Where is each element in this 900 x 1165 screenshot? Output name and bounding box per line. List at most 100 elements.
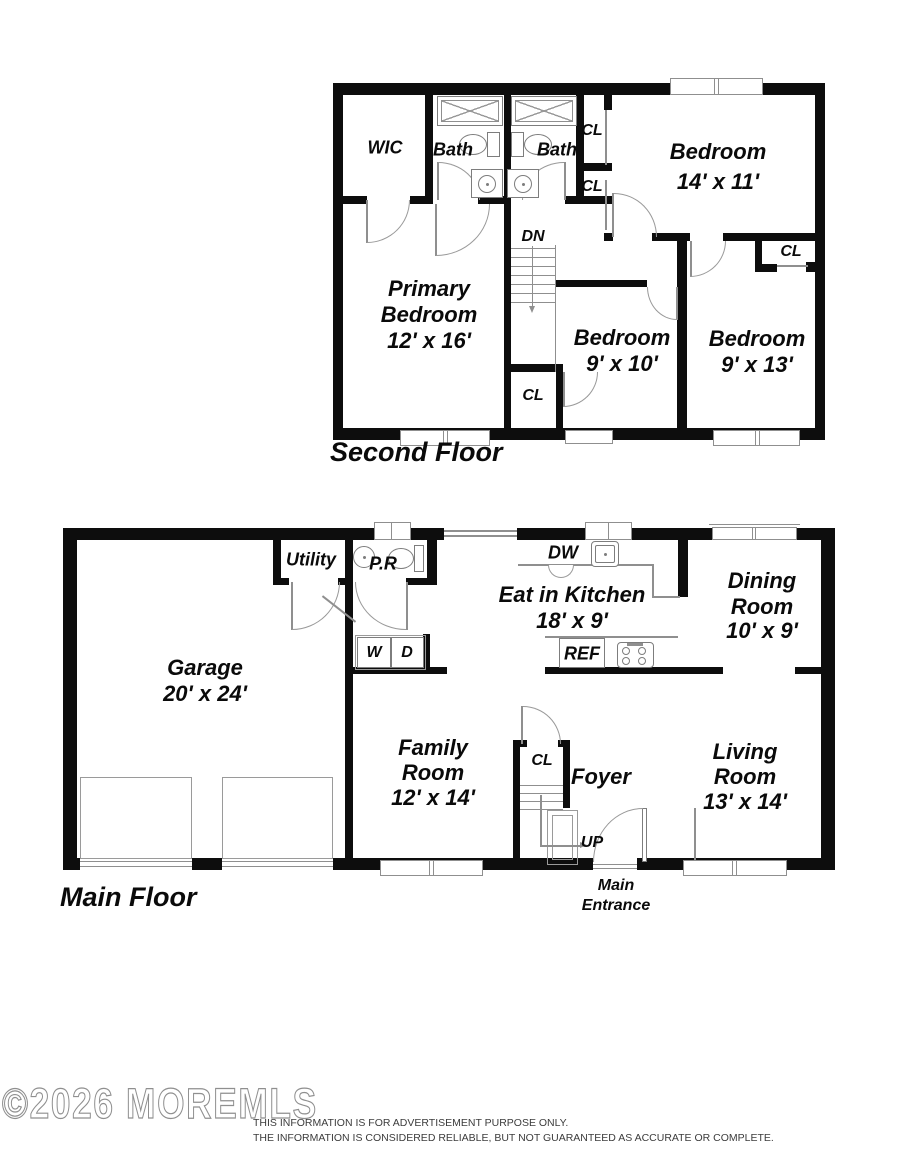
wall-segment bbox=[677, 241, 687, 428]
wall-segment bbox=[478, 196, 508, 204]
wall-segment bbox=[652, 233, 690, 241]
wall-segment bbox=[406, 578, 437, 585]
room-dims-bedroom-br: 9' x 13' bbox=[721, 352, 793, 377]
room-dims-living: 13' x 14' bbox=[703, 789, 787, 814]
entrance-label-1: Main bbox=[597, 877, 635, 894]
toilet-tank bbox=[414, 545, 424, 572]
threshold-line bbox=[593, 864, 637, 865]
dishwasher-label: DW bbox=[548, 542, 578, 563]
garage-door-opening bbox=[80, 858, 192, 870]
wall-segment bbox=[576, 93, 584, 204]
room-label-utility: Utility bbox=[285, 549, 337, 570]
wall-segment bbox=[815, 83, 825, 440]
wall-segment bbox=[513, 740, 520, 858]
sink bbox=[478, 175, 496, 193]
window bbox=[683, 860, 787, 876]
room-label-family-1: Family bbox=[398, 735, 468, 760]
wall-segment bbox=[556, 280, 647, 287]
door-leaf bbox=[564, 162, 566, 200]
dryer-label: D bbox=[401, 644, 413, 661]
disclaimer-line-1: THIS INFORMATION IS FOR ADVERTISEMENT PU… bbox=[253, 1117, 569, 1129]
window-mullion bbox=[443, 431, 444, 445]
room-label-garage: Garage bbox=[167, 655, 243, 680]
counter-edge bbox=[652, 564, 654, 597]
closet-label: CL bbox=[531, 752, 553, 769]
room-label-living-1: Living bbox=[712, 739, 778, 764]
wall-segment bbox=[63, 528, 77, 870]
kitchen-sink-basin bbox=[595, 545, 615, 563]
room-label-wic: WIC bbox=[367, 137, 403, 158]
wall-segment bbox=[565, 196, 612, 204]
window-mullion bbox=[447, 431, 448, 445]
room-label-primary-2: Bedroom bbox=[380, 302, 478, 327]
room-label-family-2: Room bbox=[401, 760, 465, 785]
wall-segment bbox=[273, 540, 281, 585]
sink bbox=[353, 546, 375, 568]
wall-segment bbox=[795, 667, 825, 674]
window-mullion bbox=[732, 861, 733, 875]
door-leaf bbox=[406, 582, 408, 630]
wall-segment bbox=[604, 233, 613, 241]
window-mullion bbox=[759, 431, 760, 445]
room-label-bedroom-br: Bedroom bbox=[708, 326, 806, 351]
wall-segment bbox=[604, 93, 612, 110]
toilet bbox=[524, 134, 552, 155]
disclaimer-line-2: THE INFORMATION IS CONSIDERED RELIABLE, … bbox=[253, 1132, 774, 1144]
refrigerator bbox=[559, 638, 605, 668]
stove-burner bbox=[622, 657, 630, 665]
wall-segment bbox=[333, 83, 343, 440]
wall-segment bbox=[563, 740, 570, 808]
door-leaf bbox=[612, 193, 614, 237]
room-dims-family: 12' x 14' bbox=[391, 785, 475, 810]
sliding-door-line bbox=[444, 535, 517, 537]
wall-segment bbox=[504, 93, 511, 204]
window-mullion bbox=[608, 523, 609, 539]
window bbox=[374, 522, 411, 540]
wall-segment bbox=[678, 540, 688, 597]
door-arc bbox=[355, 582, 406, 630]
wall-segment bbox=[350, 667, 447, 674]
room-label-bedroom-bm: Bedroom bbox=[573, 325, 671, 350]
wall-segment bbox=[806, 262, 815, 272]
counter-edge bbox=[652, 596, 680, 598]
stove-burner bbox=[638, 647, 646, 655]
room-dims-dining: 10' x 9' bbox=[726, 618, 798, 643]
stove-burner bbox=[622, 647, 630, 655]
closet-door-line bbox=[777, 265, 808, 267]
counter-sink-bowl bbox=[548, 565, 574, 578]
washer-label: W bbox=[366, 644, 382, 661]
wall-segment bbox=[504, 364, 563, 372]
window-mullion bbox=[433, 861, 434, 875]
door-arc bbox=[523, 706, 561, 744]
stairs-down-label: DN bbox=[521, 228, 545, 245]
wall-segment bbox=[556, 372, 563, 428]
closet-label: CL bbox=[581, 178, 603, 195]
window-mullion bbox=[755, 528, 756, 539]
room-label-bedroom-tr: Bedroom bbox=[669, 139, 767, 164]
room-label-bath-left: Bath bbox=[433, 139, 473, 160]
room-label-bath-right: Bath bbox=[537, 139, 577, 160]
wall-segment bbox=[545, 667, 723, 674]
wall-segment bbox=[425, 93, 433, 204]
wall-segment bbox=[578, 163, 612, 171]
room-label-dining-2: Room bbox=[730, 594, 794, 619]
room-label-dining-1: Dining bbox=[727, 568, 797, 593]
closet-door-line bbox=[605, 110, 607, 165]
counter-edge bbox=[545, 636, 678, 638]
door-arc bbox=[690, 241, 726, 277]
room-dims-garage: 20' x 24' bbox=[163, 681, 247, 706]
window bbox=[400, 430, 490, 446]
window bbox=[712, 527, 797, 540]
closet-label: CL bbox=[581, 122, 603, 139]
door-arc bbox=[563, 372, 598, 407]
wall-segment bbox=[821, 528, 835, 870]
wall-segment bbox=[755, 241, 762, 269]
stairs-direction-arrow bbox=[580, 842, 587, 848]
room-label-kitchen: Eat in Kitchen bbox=[498, 582, 646, 607]
door-leaf bbox=[676, 287, 678, 320]
wall-segment bbox=[427, 540, 437, 585]
stove-burner bbox=[638, 657, 646, 665]
sliding-door-line bbox=[444, 530, 517, 532]
refrigerator-label: REF bbox=[564, 643, 600, 664]
wall-segment bbox=[423, 634, 430, 674]
